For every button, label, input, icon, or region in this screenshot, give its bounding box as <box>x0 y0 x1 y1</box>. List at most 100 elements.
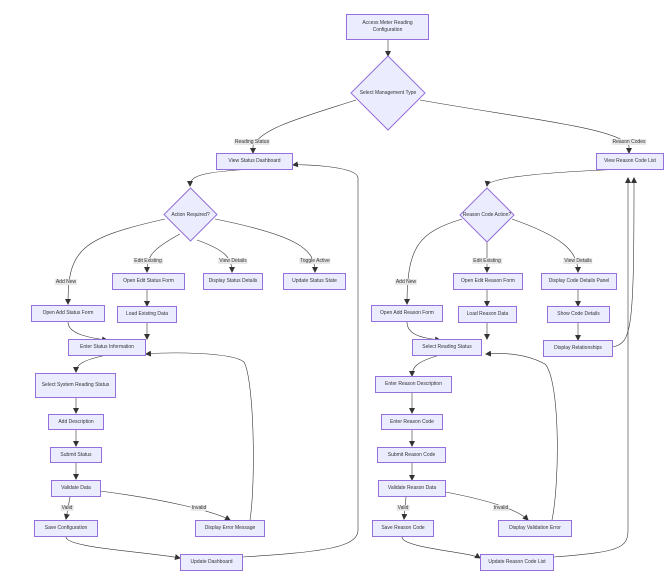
edge-enter-to-select <box>73 354 108 373</box>
start-node: Access Meter Reading Configuration <box>346 14 429 40</box>
edge-decision-to-updatestate <box>214 218 318 273</box>
reason-action-text: Reason Code Action? <box>462 212 512 218</box>
edge-decision-to-openadd <box>65 218 166 305</box>
status-action-decision: Action Required? <box>163 187 218 242</box>
edge-label-reason-valid: Valid <box>396 505 410 511</box>
status-select-system-node: Select System Reading Status <box>35 373 116 398</box>
reason-select-status-text: Select Reading Status <box>422 344 472 350</box>
reason-update-list-text: Update Reason Code List <box>488 559 546 565</box>
edge-type-to-dashboard <box>250 99 357 154</box>
edge-list-to-decision <box>484 168 631 187</box>
reason-validate-text: Validate Reason Data <box>387 485 437 491</box>
reason-submit-node: Submit Reason Code <box>377 447 446 463</box>
reason-submit-text: Submit Reason Code <box>387 451 436 458</box>
edge-decision-to-displaydetails <box>196 239 235 273</box>
edge-rsave-to-updatelist <box>401 536 481 559</box>
reason-save-node: Save Reason Code <box>372 520 434 537</box>
reason-update-list-node: Update Reason Code List <box>480 554 554 571</box>
status-dashboard-text: View Status Dashboard <box>228 158 281 164</box>
edge-label-reason-codes: Reason Codes <box>611 139 647 145</box>
edge-label-status-valid: Valid <box>60 505 74 511</box>
reason-load-data-text: Load Reason Data <box>466 311 509 317</box>
edge-save-to-update <box>65 536 181 560</box>
reason-select-status-node: Select Reading Status <box>412 339 482 356</box>
edge-dashboard-to-decision <box>187 168 254 187</box>
reason-validate-node: Validate Reason Data <box>378 480 446 497</box>
status-select-system-text: Select System Reading Status <box>41 382 110 388</box>
status-update-dashboard-node: Update Dashboard <box>180 554 243 571</box>
status-add-description-node: Add Description <box>48 414 104 430</box>
status-action-diamond <box>163 187 218 242</box>
status-update-dashboard-text: Update Dashboard <box>190 559 233 565</box>
status-validate-text: Validate Data <box>61 485 91 491</box>
edge-relationships-to-list <box>611 177 637 348</box>
edge-label-status-toggle: Toggle Active <box>299 258 331 264</box>
status-display-details-text: Display Status Details <box>208 278 258 284</box>
edge-label-reason-invalid: Invalid <box>492 505 510 511</box>
status-enter-info-node: Enter Status Information <box>68 339 146 356</box>
reason-relationships-text: Display Relationships <box>554 345 602 351</box>
edge-label-reason-add: Add New <box>394 279 418 285</box>
edge-label-reason-edit: Edit Existing <box>472 258 502 264</box>
reason-details-panel-node: Display Code Details Panel <box>541 273 617 290</box>
status-update-state-text: Update Status State <box>292 278 337 284</box>
reason-enter-code-text: Enter Reason Code <box>390 418 434 425</box>
status-load-data-text: Load Existing Data <box>126 311 168 317</box>
reason-list-text: View Reason Code List <box>604 158 656 164</box>
status-submit-node: Submit Status <box>50 447 102 463</box>
reason-open-edit-node: Open Edit Reason Form <box>453 273 523 290</box>
reason-details-panel-text: Display Code Details Panel <box>548 278 610 284</box>
edge-decision-to-openedit <box>144 233 181 273</box>
status-open-add-text: Open Add Status Form <box>42 310 94 316</box>
status-open-edit-text: Open Edit Status Form <box>123 278 174 284</box>
edge-error-to-select <box>485 350 558 521</box>
edge-label-status-edit: Edit Existing <box>133 258 163 264</box>
reason-load-data-node: Load Reason Data <box>458 306 517 323</box>
status-load-data-node: Load Existing Data <box>117 306 177 323</box>
edge-rvalidate-to-error <box>439 490 529 521</box>
reason-error-node: Display Validation Error <box>498 520 572 537</box>
reason-open-add-text: Open Add Reason Form <box>380 310 434 316</box>
reason-save-text: Save Reason Code <box>381 525 425 531</box>
reason-relationships-node: Display Relationships <box>543 340 613 357</box>
reason-action-diamond <box>459 187 515 243</box>
edge-select-to-enterdesc <box>409 354 441 377</box>
reason-error-text: Display Validation Error <box>509 525 561 531</box>
edge-label-status-view: View Details <box>218 258 248 264</box>
start-node-text: Access Meter Reading Configuration <box>362 20 413 33</box>
reason-open-edit-text: Open Edit Reason Form <box>461 278 515 284</box>
status-display-details-node: Display Status Details <box>203 273 263 290</box>
edge-error-to-enter <box>145 350 254 521</box>
reason-show-details-node: Show Code Details <box>547 306 610 323</box>
edge-ropenadd-to-select <box>406 321 441 343</box>
status-dashboard-node: View Status Dashboard <box>216 153 293 170</box>
management-type-text: Select Management Type <box>359 90 417 96</box>
edge-updatelist-to-list <box>553 177 631 558</box>
reason-enter-description-text: Enter Reason Description <box>385 381 442 387</box>
edge-label-reason-view: View Details <box>563 258 593 264</box>
status-open-add-node: Open Add Status Form <box>31 305 105 322</box>
management-type-diamond <box>350 55 426 131</box>
status-submit-text: Submit Status <box>60 451 92 458</box>
edge-label-status-add: Add New <box>54 279 78 285</box>
reason-action-decision: Reason Code Action? <box>459 187 515 243</box>
management-type-decision: Select Management Type <box>350 55 426 131</box>
status-enter-info-text: Enter Status Information <box>80 344 134 350</box>
reason-enter-code-node: Enter Reason Code <box>381 414 443 430</box>
edge-openadd-to-enter <box>67 321 108 343</box>
edge-validate-to-error <box>99 490 231 521</box>
edge-label-reading-status: Reading Status <box>233 139 271 145</box>
reason-enter-description-node: Enter Reason Description <box>375 376 452 393</box>
edge-rdecision-to-openadd <box>404 218 463 305</box>
status-update-state-node: Update Status State <box>283 273 346 290</box>
reason-list-node: View Reason Code List <box>596 153 664 170</box>
edge-label-status-invalid: Invalid <box>190 505 208 511</box>
status-add-description-text: Add Description <box>58 418 94 425</box>
status-open-edit-node: Open Edit Status Form <box>112 273 185 290</box>
reason-show-details-text: Show Code Details <box>557 311 600 317</box>
edge-update-to-dashboard <box>242 161 359 558</box>
status-validate-node: Validate Data <box>51 480 101 497</box>
status-error-node: Display Error Message <box>195 520 265 537</box>
